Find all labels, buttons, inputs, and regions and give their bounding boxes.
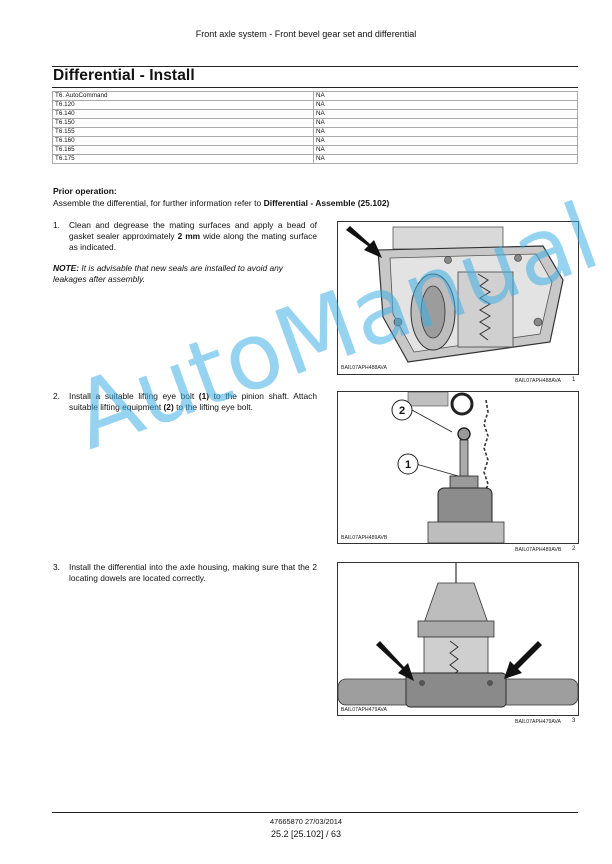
differential-housing-illustration: BAIL07APH488AVA — [338, 222, 578, 374]
callout-lifting-equipment: 2 — [399, 405, 405, 417]
callout-eye-bolt: 1 — [405, 459, 411, 471]
model-cell: T6.160 — [52, 136, 314, 146]
prior-operation-intro: Assemble the differential, for further i… — [53, 198, 264, 208]
figure-reference: BAIL07APH479AVA — [515, 719, 561, 725]
value-cell: NA — [313, 145, 578, 155]
value-cell: NA — [313, 109, 578, 119]
lifting-eye-illustration: 2 1 BAIL07APH489AVB — [338, 392, 578, 543]
step-text: Install a suitable lifting eye bolt (1) … — [69, 391, 317, 412]
value-cell: NA — [313, 91, 578, 101]
figure-number: 3 — [572, 718, 576, 724]
model-cell: T6.120 — [52, 100, 314, 110]
figure-3: BAIL07APH479AVA — [337, 562, 579, 716]
page-header: Front axle system - Front bevel gear set… — [195, 29, 417, 39]
prior-operation-heading: Prior operation: — [53, 186, 117, 196]
figure-reference: BAIL07APH488AVA — [515, 378, 561, 384]
model-cell: T6.165 — [52, 145, 314, 155]
title-underline — [52, 87, 578, 89]
prior-operation-text: Assemble the differential, for further i… — [53, 198, 389, 208]
page-title: Differential - Install — [53, 67, 195, 84]
model-cell: T6. AutoCommand — [52, 91, 314, 101]
model-cell: T6.155 — [52, 127, 314, 137]
note-label: NOTE: — [53, 263, 80, 273]
model-cell: T6.150 — [52, 118, 314, 128]
figure-code: BAIL07APH489AVB — [341, 535, 388, 541]
title-rule — [52, 66, 578, 68]
value-cell: NA — [313, 118, 578, 128]
value-cell: NA — [313, 154, 578, 164]
figure-code: BAIL07APH488AVA — [341, 365, 387, 371]
step-number: 1. — [53, 220, 60, 230]
step-2: 2. Install a suitable lifting eye bolt (… — [53, 391, 319, 427]
footer-document-code: 47665870 27/03/2014 — [270, 817, 342, 826]
figure-2: 2 1 BAIL07APH489AVB — [337, 391, 579, 544]
model-cell: T6.140 — [52, 109, 314, 119]
step-3: 3. Install the differential into the axl… — [53, 562, 319, 598]
figure-code: BAIL07APH479AVA — [341, 707, 387, 713]
value-cell: NA — [313, 136, 578, 146]
figure-reference: BAIL07APH489AVB — [515, 547, 562, 553]
value-cell: NA — [313, 127, 578, 137]
figure-number: 2 — [572, 546, 576, 552]
step-number: 3. — [53, 562, 60, 572]
prior-operation-link[interactable]: Differential - Assemble (25.102) — [263, 198, 390, 208]
footer-page-number: 25.2 [25.102] / 63 — [270, 829, 342, 839]
note: NOTE: It is advisable that new seals are… — [53, 263, 317, 285]
model-cell: T6.175 — [52, 154, 314, 164]
step-text: Install the differential into the axle h… — [69, 562, 317, 583]
step-1: 1. Clean and degrease the mating surface… — [53, 220, 319, 256]
footer-rule — [52, 812, 578, 814]
step-number: 2. — [53, 391, 60, 401]
figure-1: BAIL07APH488AVA — [337, 221, 579, 375]
step-text: Clean and degrease the mating surfaces a… — [69, 220, 317, 252]
note-text: It is advisable that new seals are insta… — [53, 263, 283, 284]
figure-number: 1 — [572, 377, 576, 383]
value-cell: NA — [313, 100, 578, 110]
axle-housing-illustration: BAIL07APH479AVA — [338, 563, 578, 715]
